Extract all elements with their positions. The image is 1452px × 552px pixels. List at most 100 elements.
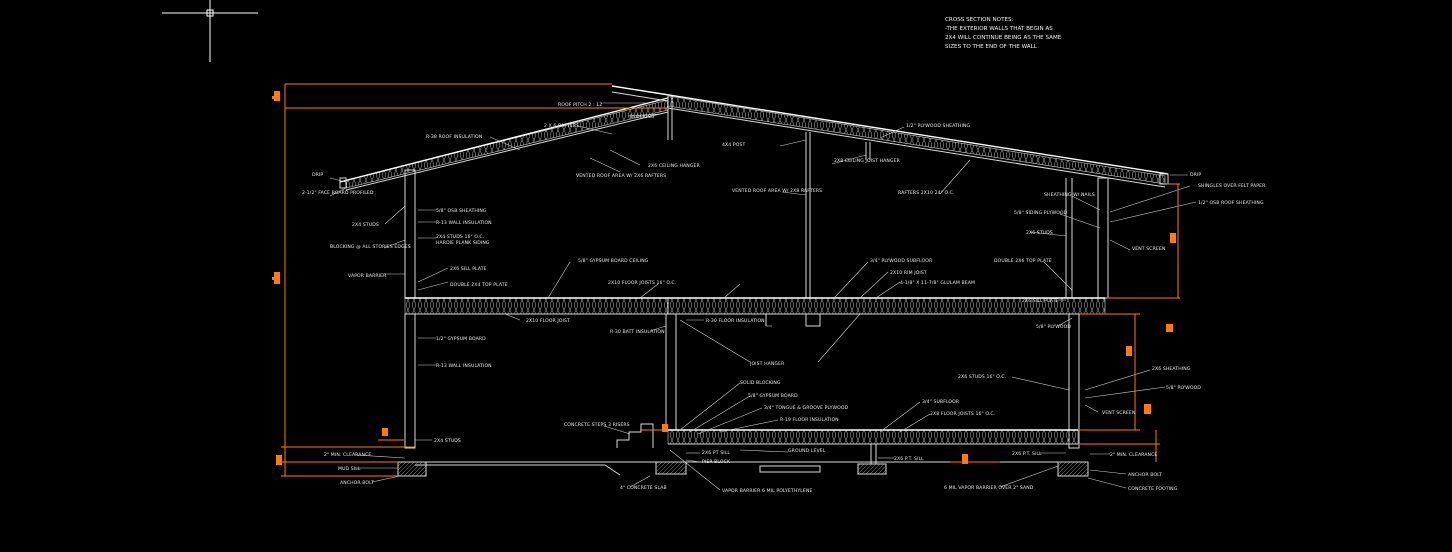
label-r30: R-30 BATT INSULATION bbox=[610, 329, 665, 335]
level-marker-icon bbox=[1166, 324, 1173, 332]
right-roof-insulation bbox=[667, 95, 1166, 185]
level-marker-icon bbox=[1170, 233, 1176, 243]
right-footing bbox=[1057, 461, 1089, 477]
notes-title: CROSS SECTION NOTES: bbox=[945, 17, 1014, 23]
level-marker-icon bbox=[272, 91, 280, 101]
label-insul-low: R-13 WALL INSULATION bbox=[436, 363, 492, 369]
label-vent-low: VENT SCREEN bbox=[1102, 410, 1135, 416]
floors bbox=[397, 297, 1106, 477]
label-vapor-right: 6 MIL VAPOR BARRIER OVER 2" SAND bbox=[944, 485, 1034, 491]
label-studs-low: 2X4 STUDS bbox=[434, 438, 461, 444]
label-pt-plate-right: 2" MIN. CLEARANCE bbox=[1110, 452, 1157, 458]
dimensions bbox=[272, 83, 1180, 477]
label-vent-left: VENTED ROOF AREA W/ 2X6 RAFTERS bbox=[576, 173, 666, 179]
label-stairs: CONCRETE STEPS 3 RISERS bbox=[564, 422, 630, 428]
label-rim: 2X10 RIM JOIST bbox=[890, 270, 927, 276]
label-ground: GROUND LEVEL bbox=[788, 448, 826, 454]
label-footing-right: CONCRETE FOOTING bbox=[1128, 486, 1178, 492]
left-footing bbox=[397, 461, 427, 477]
level-marker-icon bbox=[382, 428, 388, 436]
label-pier: 2X6 P.T. SILL bbox=[1012, 451, 1042, 457]
label-vapor-low: VAPOR BARRIER 6 MIL POLYETHYLENE bbox=[722, 488, 812, 494]
label-studs-left: 2X4 STUDS 16" O.C. bbox=[436, 234, 484, 240]
left-upper-wall bbox=[404, 169, 416, 299]
label-top-right1: SHINGLES OVER FELT PAPER bbox=[1198, 183, 1266, 189]
label-vapor: VAPOR BARRIER bbox=[348, 273, 387, 279]
right-lower-wall bbox=[1068, 313, 1080, 449]
left-lower-wall bbox=[404, 313, 416, 449]
label-anchor-right: ANCHOR BOLT bbox=[1128, 472, 1162, 478]
notes-block: CROSS SECTION NOTES: -THE EXTERIOR WALLS… bbox=[945, 17, 1062, 50]
label-top-right2: 1/2" OSB ROOF SHEATHING bbox=[1198, 200, 1264, 206]
label-blocking-low: SOLID BLOCKING bbox=[740, 380, 781, 386]
label-siding-left: HARDIE PLANK SIDING bbox=[436, 240, 490, 246]
second-floor-system bbox=[404, 297, 1106, 315]
crawl-vent bbox=[759, 465, 821, 473]
label-ply-right: 5/8" PLYWOOD bbox=[1036, 324, 1071, 330]
label-floor-r19: R-19 FLOOR INSULATION bbox=[780, 417, 839, 423]
label-sill-right: 2X6 SILL PLATE bbox=[1022, 298, 1059, 304]
label-vented-right: VENTED ROOF AREA W/ 2X8 RAFTERS bbox=[732, 188, 822, 194]
label-floor-ins: R-30 FLOOR INSULATION bbox=[706, 318, 765, 324]
level-marker-icon bbox=[662, 424, 668, 432]
first-floor-system bbox=[667, 429, 1079, 445]
crosshair-icon bbox=[162, 0, 258, 62]
label-floor-joists: 2X10 FLOOR JOISTS 16" O.C. bbox=[608, 280, 676, 286]
label-pt-sill: 2X6 PT SILL bbox=[702, 450, 730, 456]
label-sheathing-right: SHEATHING W/ NAILS bbox=[1044, 192, 1095, 198]
label-plates-right: DOUBLE 2X6 TOP PLATE bbox=[994, 258, 1052, 264]
label-rafters-left: 2 X 6 RAFTERS bbox=[544, 123, 579, 129]
label-vent-right: VENT SCREEN bbox=[1132, 246, 1165, 252]
label-fascia-left: 2-1/2" FACE BOARD PROFILED bbox=[302, 190, 374, 196]
labels: ROOF PITCH 2 : 12 2 X 6 RAFTERS BLOCKING… bbox=[302, 102, 1266, 494]
label-joist-hanger: JOIST HANGER bbox=[749, 361, 785, 367]
leader-lines bbox=[329, 102, 1197, 491]
label-slab: 4" CONCRETE SLAB bbox=[620, 485, 667, 491]
level-marker-icon bbox=[962, 454, 968, 464]
label-subfloor-low: 3/4" SUBFLOOR bbox=[922, 399, 960, 405]
label-subfloor: 3/4" PLYWOOD SUBFLOOR bbox=[870, 258, 933, 264]
label-post: 4X4 POST bbox=[722, 142, 745, 148]
label-studs-low-right: 2X6 STUDS 16" O.C. bbox=[958, 374, 1006, 380]
label-roof-pitch: ROOF PITCH 2 : 12 bbox=[558, 102, 602, 108]
label-floor-right: 2X10 FLOOR JOIST bbox=[526, 318, 570, 324]
roof bbox=[339, 85, 1169, 298]
label-rafters-right: RAFTERS 2X10 24" O.C. bbox=[898, 190, 954, 196]
label-hanger2: 2X8 CEILING JOIST HANGER bbox=[834, 158, 901, 164]
label-batt-roof: R-38 ROOF INSULATION bbox=[426, 134, 482, 140]
label-drip-right: DRIP bbox=[1190, 172, 1201, 178]
label-drip-left: DRIP bbox=[312, 172, 323, 178]
notes-line-1: -THE EXTERIOR WALLS THAT BEGIN AS bbox=[945, 26, 1053, 32]
label-gwb-ceiling: 5/8" GYPSUM BOARD CEILING bbox=[578, 258, 649, 264]
label-anchor: ANCHOR BOLT bbox=[340, 480, 374, 486]
label-gwb-low2: 5/8" GYPSUM BOARD bbox=[748, 393, 798, 399]
label-beam: 4-1/8" X 11-7/8" GLULAM BEAM bbox=[900, 280, 975, 286]
label-insul-left: R-13 WALL INSULATION bbox=[436, 220, 492, 226]
level-marker-icon bbox=[272, 272, 280, 284]
label-hanger: 2X6 CEILING HANGER bbox=[648, 163, 700, 169]
label-crawl: 2X6 P.T. SILL bbox=[894, 456, 924, 462]
label-blocking-left: BLOCKING @ ALL STORIES EDGES bbox=[330, 244, 411, 250]
label-sheathing-left: 5/8" OSB SHEATHING bbox=[436, 208, 487, 214]
label-pier-top: PIER BLOCK bbox=[702, 459, 731, 465]
label-sheathing-low-right: 2X6 SHEATHING bbox=[1152, 366, 1191, 372]
notes-line-3: SIZES TO THE END OF THE WALL bbox=[945, 44, 1038, 50]
label-mud: MUD SILL bbox=[338, 466, 361, 472]
center-footing bbox=[655, 461, 687, 475]
label-siding-right: 5/8" SIDING PLYWOOD bbox=[1014, 210, 1068, 216]
label-sill: 2X6 SILL PLATE bbox=[450, 266, 487, 272]
label-floor-joists-low: 2X8 FLOOR JOISTS 16" O.C. bbox=[930, 411, 995, 417]
label-footing-left: 2" MIN. CLEARANCE bbox=[324, 452, 371, 458]
label-ply-roof: 1/2" PLYWOOD SHEATHING bbox=[906, 123, 970, 129]
pier-footing bbox=[857, 463, 887, 475]
right-upper-wall bbox=[1097, 177, 1109, 299]
label-ply-low-right: 5/8" PLYWOOD bbox=[1166, 385, 1201, 391]
label-gable-left: 2X4 STUDS bbox=[352, 222, 379, 228]
level-marker-icon bbox=[276, 455, 282, 465]
label-blocking: BLOCKING bbox=[630, 114, 655, 120]
level-marker-icon bbox=[1144, 404, 1151, 414]
label-plates: DOUBLE 2X4 TOP PLATE bbox=[450, 282, 508, 288]
label-studs-right: 2X6 STUDS bbox=[1026, 230, 1053, 236]
notes-line-2: 2X4 WILL CONTINUE BEING AS THE SAME bbox=[945, 35, 1062, 41]
